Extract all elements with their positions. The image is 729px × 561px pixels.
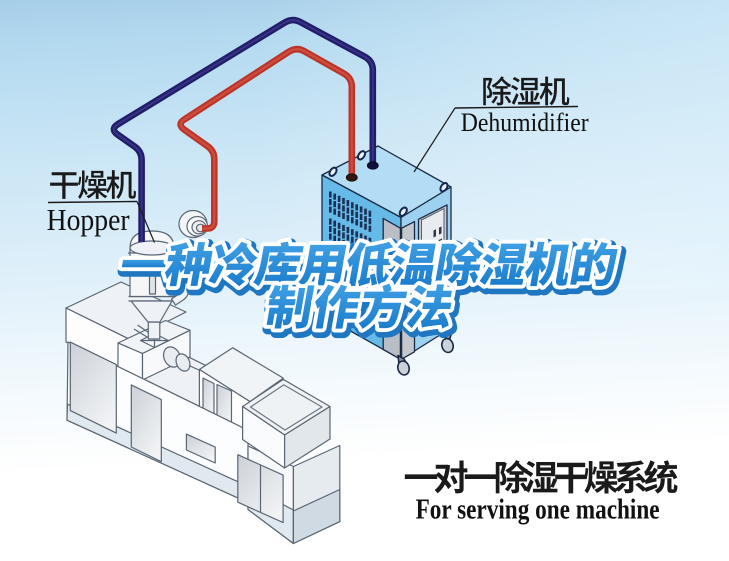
svg-text:Hopper: Hopper: [47, 202, 131, 237]
svg-text:Dehumidifier: Dehumidifier: [461, 108, 589, 137]
svg-text:For serving one machine: For serving one machine: [416, 494, 660, 526]
